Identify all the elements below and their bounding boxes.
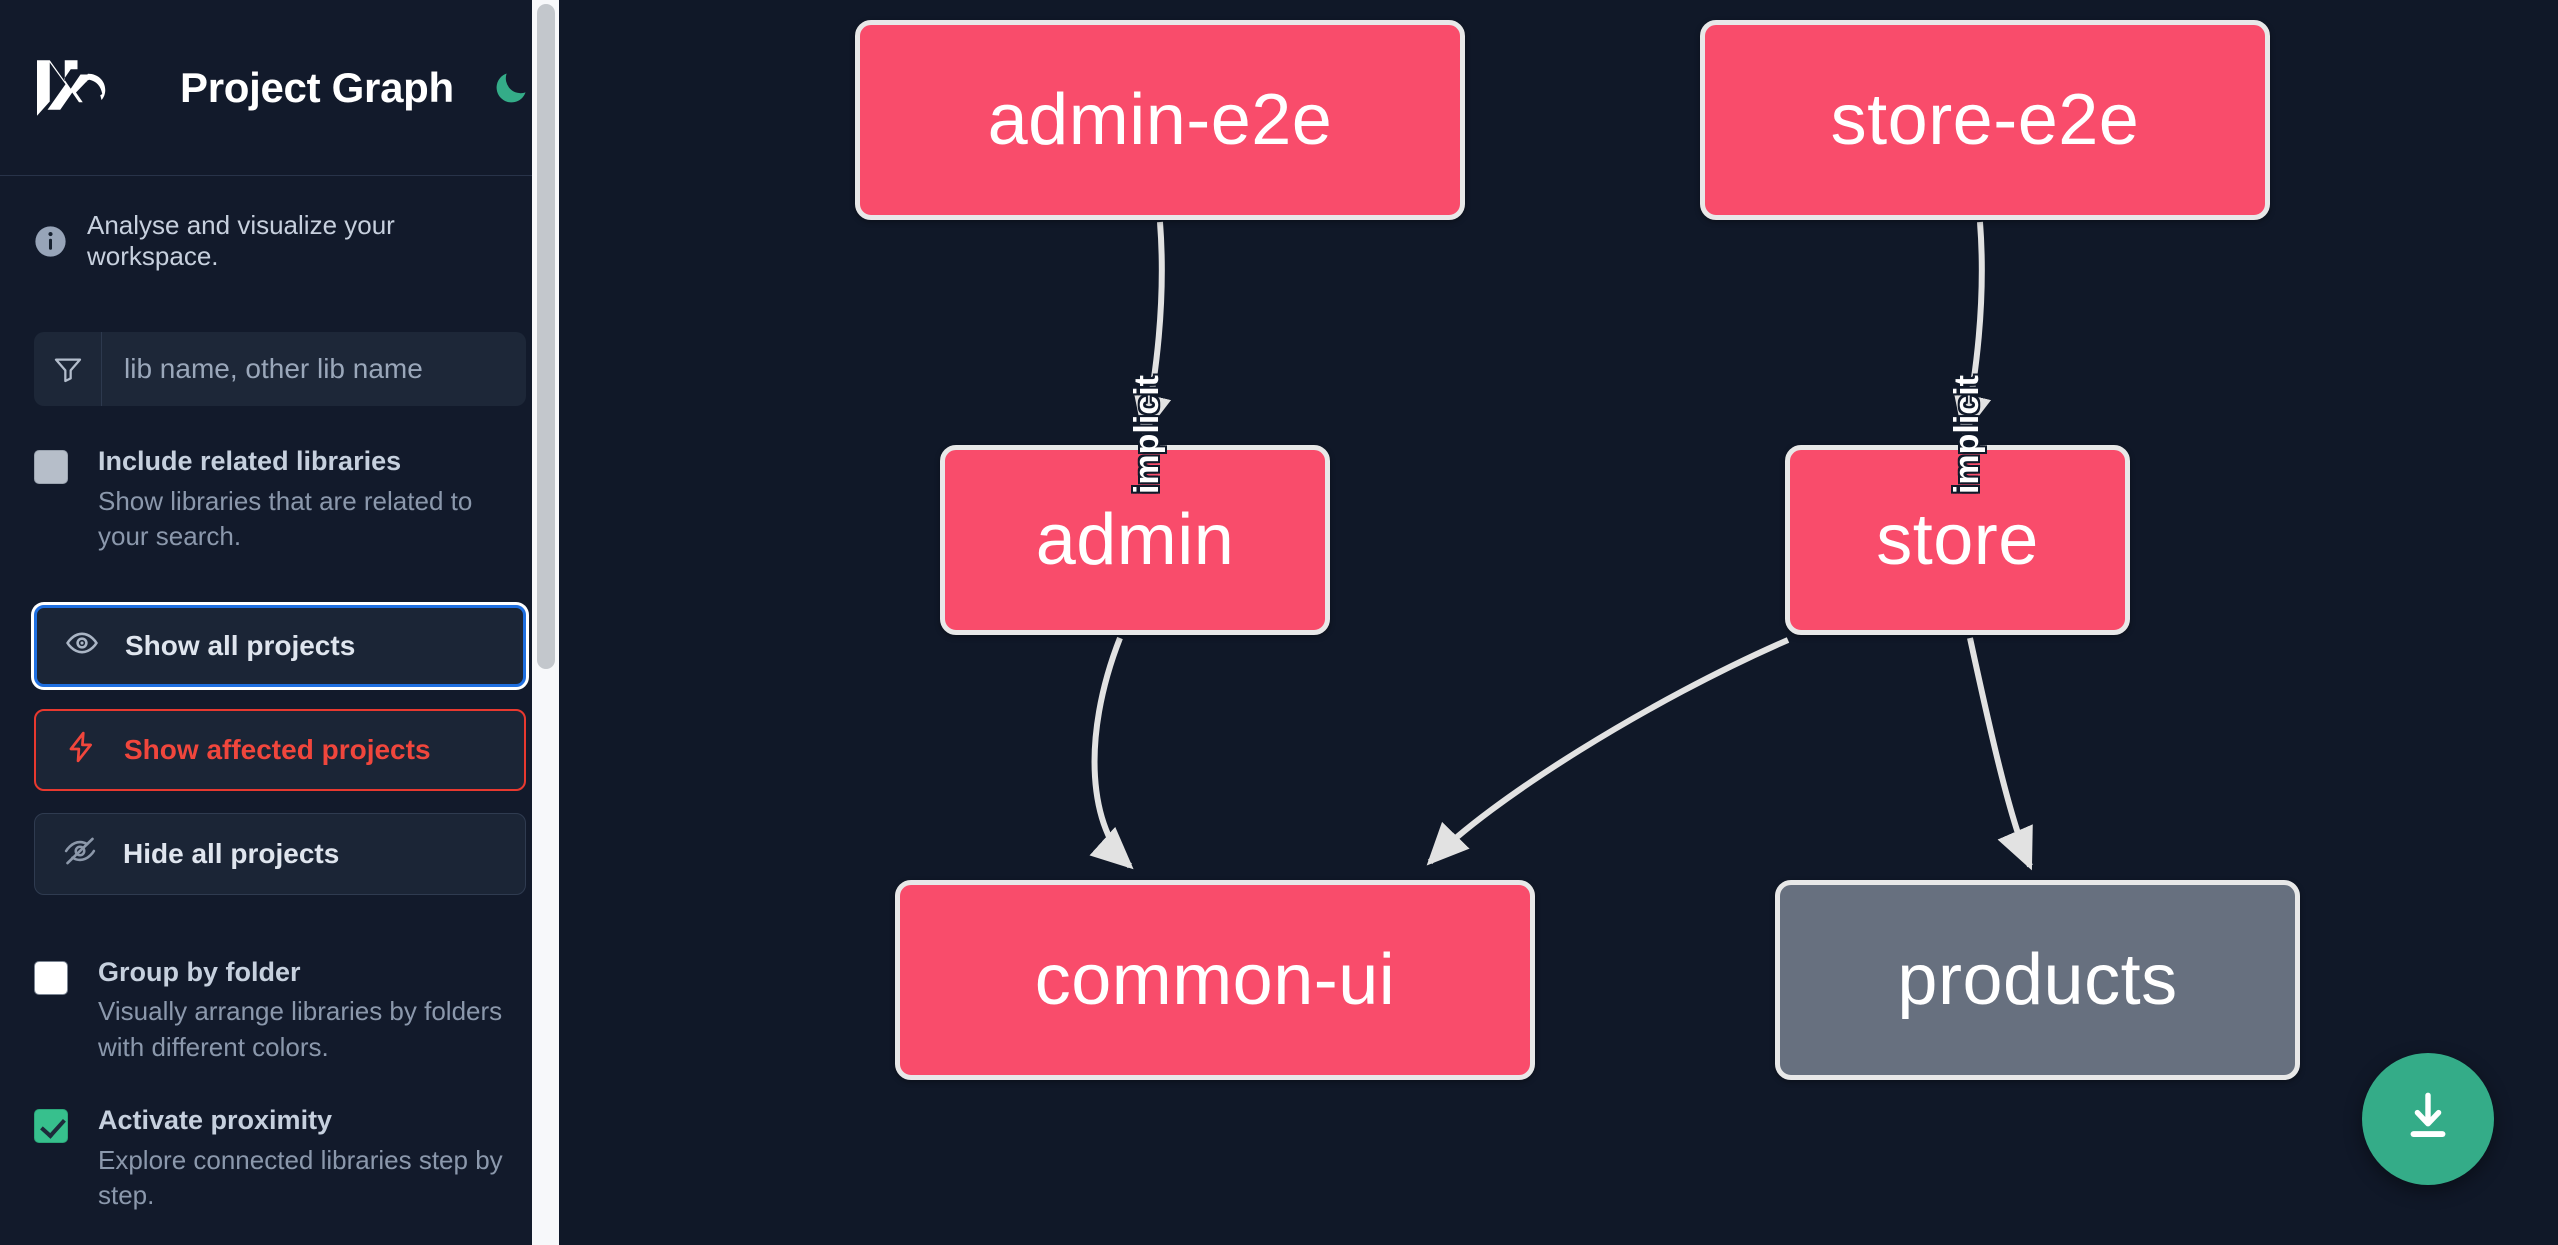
edge-store-to-products	[1967, 637, 2033, 871]
edge-admin-to-common-ui	[1089, 636, 1134, 870]
sidebar-header: Project Graph	[0, 0, 560, 176]
info-circle-icon	[34, 225, 67, 258]
option-description: Show libraries that are related to your …	[98, 485, 473, 552]
sidebar-info-text: Analyse and visualize your workspace.	[87, 210, 395, 271]
node-label: admin-e2e	[987, 80, 1333, 160]
download-button[interactable]	[2362, 1053, 2494, 1185]
sidebar-divider	[559, 0, 560, 1245]
project-visibility-buttons: Show all projects Show affected projects	[0, 555, 560, 895]
graph-node-admin[interactable]: admin	[940, 445, 1330, 635]
graph-node-products[interactable]: products	[1775, 880, 2300, 1080]
group-by-folder-checkbox[interactable]	[34, 960, 68, 995]
option-activate-proximity: Activate proximity Explore connected lib…	[0, 1065, 560, 1214]
show-all-projects-label: Show all projects	[125, 629, 356, 661]
node-label: admin	[1035, 500, 1235, 580]
show-affected-projects-button[interactable]: Show affected projects	[34, 708, 526, 791]
option-description: Visually arrange libraries by folders wi…	[98, 996, 503, 1062]
option-title: Include related libraries	[98, 446, 402, 476]
edge-store-e2e-to-store	[1953, 221, 1992, 437]
moon-icon[interactable]	[490, 65, 532, 111]
hide-all-projects-button[interactable]: Hide all projects	[34, 812, 526, 895]
option-title: Activate proximity	[98, 1105, 333, 1136]
activate-proximity-checkbox[interactable]	[34, 1109, 68, 1144]
nx-logo-icon	[34, 57, 118, 119]
sidebar: Project Graph Analyse and visualize yo	[0, 0, 560, 1245]
node-label: products	[1897, 940, 2178, 1020]
option-title: Group by folder	[98, 956, 301, 987]
edge-admin-e2e-to-admin	[1133, 221, 1172, 437]
graph-node-admin-e2e[interactable]: admin-e2e	[855, 20, 1465, 220]
filter-funnel-icon	[34, 332, 102, 406]
lightning-bolt-icon	[64, 730, 98, 769]
node-label: store	[1876, 500, 2039, 580]
option-include-related-libraries: Include related libraries Show libraries…	[0, 406, 560, 555]
include-related-libraries-checkbox[interactable]	[34, 450, 68, 484]
download-icon	[2397, 1086, 2459, 1153]
sidebar-scrollbar[interactable]	[532, 0, 560, 1245]
edge-label-admin-e2e-implicit: implicit	[1128, 374, 1167, 495]
search-input[interactable]	[102, 332, 526, 406]
edge-store-to-common-ui	[1426, 637, 1790, 866]
sidebar-scrollbar-thumb[interactable]	[537, 4, 555, 669]
option-group-by-folder: Group by folder Visually arrange librari…	[0, 917, 560, 1066]
search-field[interactable]	[34, 332, 526, 406]
page-title: Project Graph	[180, 63, 454, 111]
show-all-projects-button[interactable]: Show all projects	[34, 604, 526, 687]
hide-all-projects-label: Hide all projects	[123, 837, 340, 869]
edge-label-store-e2e-implicit: implicit	[1948, 374, 1987, 495]
graph-node-store-e2e[interactable]: store-e2e	[1700, 20, 2270, 220]
graph-canvas[interactable]: admin-e2e store-e2e admin store common-u…	[560, 0, 2558, 1245]
graph-node-common-ui[interactable]: common-ui	[895, 880, 1535, 1080]
option-description: Explore connected libraries step by step…	[98, 1145, 503, 1211]
eye-icon	[65, 626, 99, 665]
node-label: common-ui	[1034, 940, 1396, 1020]
node-label: store-e2e	[1830, 80, 2140, 160]
sidebar-info: Analyse and visualize your workspace.	[0, 176, 560, 272]
graph-edges	[1089, 221, 2033, 871]
graph-node-store[interactable]: store	[1785, 445, 2130, 635]
show-affected-projects-label: Show affected projects	[124, 733, 431, 765]
eye-off-icon	[63, 834, 97, 873]
